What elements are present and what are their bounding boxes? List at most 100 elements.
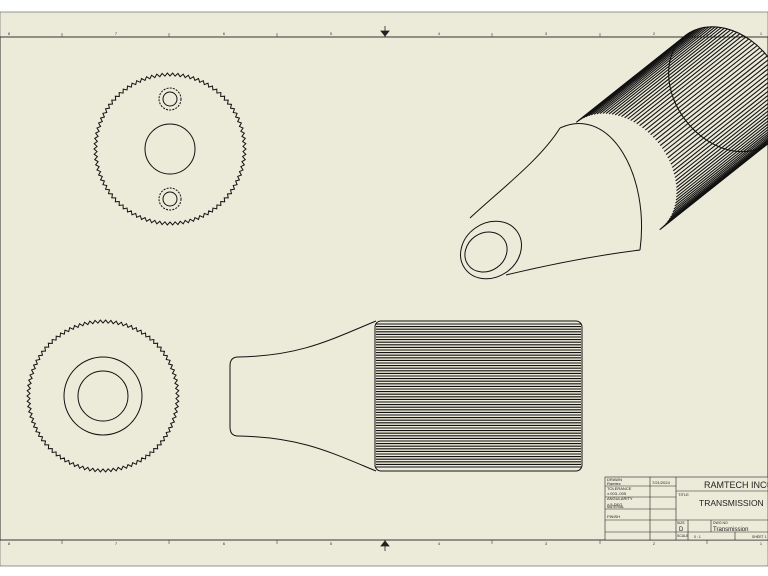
iso-knurl-rib [636,36,747,125]
iso-knurl-rib [650,47,761,136]
iso-knurl-rib [630,33,741,121]
zone-label-bottom: 3 [545,541,548,546]
bore-circle [144,123,196,175]
zone-label-top: 3 [545,31,548,36]
isometric-view [460,26,768,280]
iso-knurl-rib [657,55,768,144]
zone-label-bottom: 6 [223,541,226,546]
zone-label-top: 8 [8,31,11,36]
iso-knurl-rib [624,30,735,119]
iso-knurl-rib [614,27,725,116]
iso-neck-upper [469,127,561,219]
iso-knurl-rib [659,59,768,147]
iso-knurl-rib [655,52,766,141]
iso-knurl-rib [674,102,768,178]
iso-knurl-rib [659,142,768,231]
zone-label-top: 7 [115,31,118,36]
iso-knurl-rib [675,110,768,185]
iso-knurl-rib [665,72,768,156]
dwg-no-label: DWG NO [713,521,728,525]
zone-label-top: 6 [223,31,226,36]
tolerance-value: ±.003-.005 [607,491,627,496]
drawing-title: TRANSMISSION [699,498,764,508]
iso-knurl-rib [661,63,768,149]
title-block-text: DRAWN Ramtec TOLERANCE ±.003-.005 ANGULA… [607,477,768,539]
iso-knurl-rib [675,128,768,204]
iso-knurl-rib [611,27,722,115]
iso-knurl-rib [675,126,768,201]
iso-knurl-rib [675,123,768,198]
company-name: RAMTECH INC®© [704,480,768,490]
iso-knurl-rib [639,38,750,127]
zone-label-bottom: 1 [760,541,763,546]
drawing-date: 7/21/2024 [652,480,671,485]
iso-knurl-rib [605,26,716,115]
iso-knurl-rib [593,27,704,115]
iso-knurl-rib [672,94,768,172]
hole-bottom-outer [158,187,182,211]
iso-knurl-rib [644,42,755,131]
iso-knurl-rib [672,135,768,213]
iso-knurl-rib [588,28,699,117]
scale-value: 0 : 1 [694,535,701,539]
iso-knurl-rib [663,68,768,152]
iso-knurl-rib [621,29,732,118]
side-view-knurl-ribs [376,323,581,468]
hole-bottom-inner [162,191,178,207]
iso-knurl-rib [669,81,768,162]
sheet-inner-border [0,36,768,541]
angularity-value: ±.5 DEG [607,502,622,507]
zone-label-bottom: 5 [330,541,333,546]
dwg-no-value: Transmission [713,527,748,533]
iso-knurl-rib [670,86,768,165]
gear-outline-bottom [26,319,180,473]
gear-outline-top [93,72,247,226]
iso-knurl-rib [627,31,738,120]
iso-knurl-rib [602,26,713,114]
title-label: TITLE [678,492,689,497]
zone-label-bottom: 8 [8,541,11,546]
iso-neck-lower [505,249,641,276]
iso-knurl-rib [675,106,768,182]
iso-knurl-rib [596,26,707,115]
zone-label-top: 1 [760,31,763,36]
iso-knurl-rib [673,133,768,210]
size-label: SIZE [677,521,685,525]
iso-knurl-rib [671,90,768,168]
zone-label-top: 5 [330,31,333,36]
sheet-label: SHEET 1 [752,535,767,539]
iso-knurl-rib [583,30,693,119]
iso-knurl-rib [590,27,701,116]
iso-knurl-rib [667,77,768,159]
scale-label: SCALE [677,534,689,538]
end-view-outer-ring [63,356,143,436]
zone-label-bottom: 4 [438,541,441,546]
drawn-label: DRAWN [607,477,622,482]
iso-knurl-rib [674,131,768,207]
zone-label-bottom: 2 [653,541,656,546]
drawn-by: Ramtec [607,481,621,486]
center-mark-bottom [380,540,390,551]
hole-top-outer [158,87,182,111]
end-view-bottom [26,319,180,473]
iso-knurl-ribs [575,26,768,231]
iso-knurl-rib [642,40,753,129]
sheet-outer-frame [0,11,768,567]
material-label: MATERIAL [607,505,624,509]
side-view-body [374,320,583,472]
iso-shoulder-curve [559,123,642,251]
tolerance-label: TOLERANCE [607,486,632,491]
iso-knurl-rib [673,98,768,175]
iso-knurl-rib [670,138,768,218]
angularity-label: ANGULARITY [607,496,633,501]
iso-knurl-rib [676,113,768,188]
size-value: D [679,527,684,533]
iso-knurl-rib [633,34,744,123]
iso-knurl-rib [617,28,728,117]
iso-knurl-rib [608,26,719,115]
iso-back-cap [668,26,768,153]
zone-label-top: 4 [438,31,441,36]
iso-knurl-rib [652,50,763,138]
